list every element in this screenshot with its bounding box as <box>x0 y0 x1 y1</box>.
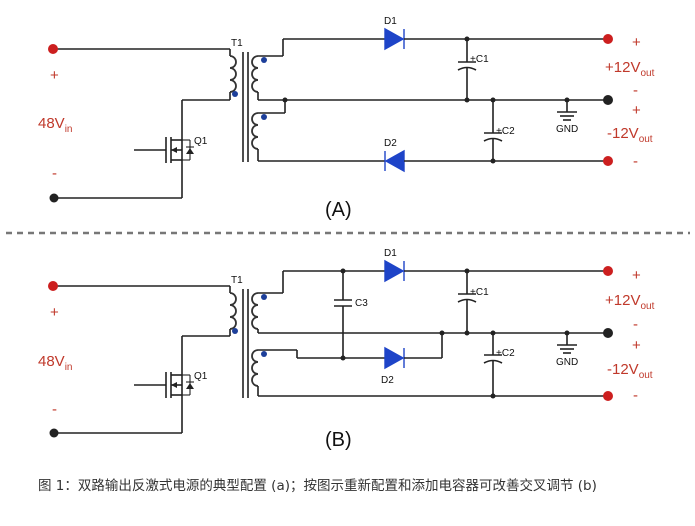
mosfet-q1 <box>134 137 194 163</box>
out-neg-sign-top: + <box>632 337 641 354</box>
out-pos-sign-bottom: - <box>633 316 638 333</box>
diode-top-label: D1 <box>384 248 397 259</box>
input-plus-sign: + <box>50 304 59 321</box>
diode-top-label: D1 <box>384 16 397 27</box>
cap-top-label: +C1 <box>470 54 489 65</box>
out-pos-sign-top: + <box>632 267 641 284</box>
capacitor-c3 <box>334 271 352 361</box>
cap-top-label: +C1 <box>470 287 489 298</box>
diode-d1 <box>384 27 405 51</box>
cap-bottom-label: +C2 <box>496 348 515 359</box>
transformer-label: T1 <box>231 38 243 49</box>
input-positive-terminal <box>48 44 58 54</box>
mosfet-label: Q1 <box>194 371 208 382</box>
panel-a: + 48Vin - Q1 <box>38 16 655 221</box>
out-neg-sign-bottom: - <box>633 387 638 404</box>
output-positive-terminal <box>603 34 613 44</box>
input-minus-sign: - <box>52 401 57 418</box>
figure-caption: 图 1：双路输出反激式电源的典型配置 (a)；按图示重新配置和添加电容器可改善交… <box>38 478 597 494</box>
ground-symbol <box>557 333 577 354</box>
out-pos-label: +12Vout <box>605 292 655 312</box>
input-positive-terminal <box>48 281 58 291</box>
input-plus-sign: + <box>50 67 59 84</box>
input-minus-sign: - <box>52 165 57 182</box>
transformer-t1 <box>229 289 267 398</box>
cap-bottom-label: +C2 <box>496 126 515 137</box>
output-positive-terminal <box>603 266 613 276</box>
input-voltage-label: 48Vin <box>38 115 73 135</box>
out-neg-sign-top: + <box>632 102 641 119</box>
diode-bottom-label: D2 <box>384 138 397 149</box>
output-common-terminal <box>603 328 613 338</box>
out-pos-sign-bottom: - <box>633 82 638 99</box>
ground-symbol <box>557 100 577 121</box>
transformer-t1 <box>229 52 267 162</box>
diode-d2 <box>384 346 405 370</box>
gnd-label: GND <box>556 357 578 368</box>
panel-a-label: (A) <box>325 199 352 221</box>
transformer-label: T1 <box>231 275 243 286</box>
panel-b-label: (B) <box>325 429 352 451</box>
diode-bottom-label: D2 <box>381 375 394 386</box>
out-neg-sign-bottom: - <box>633 153 638 170</box>
diode-d2 <box>384 149 405 173</box>
panel-b: + 48Vin - Q1 <box>38 248 655 451</box>
output-negative-terminal <box>603 156 613 166</box>
mosfet-label: Q1 <box>194 136 208 147</box>
diode-d1 <box>384 259 405 283</box>
output-negative-terminal <box>603 391 613 401</box>
flyback-schematic: + 48Vin - Q1 <box>6 16 690 451</box>
mosfet-q1 <box>134 372 194 398</box>
out-pos-label: +12Vout <box>605 59 655 79</box>
input-voltage-label: 48Vin <box>38 353 73 373</box>
out-neg-label: -12Vout <box>607 125 653 145</box>
out-pos-sign-top: + <box>632 34 641 51</box>
out-neg-label: -12Vout <box>607 361 653 381</box>
gnd-label: GND <box>556 124 578 135</box>
cap-extra-label: C3 <box>355 298 368 309</box>
output-common-terminal <box>603 95 613 105</box>
